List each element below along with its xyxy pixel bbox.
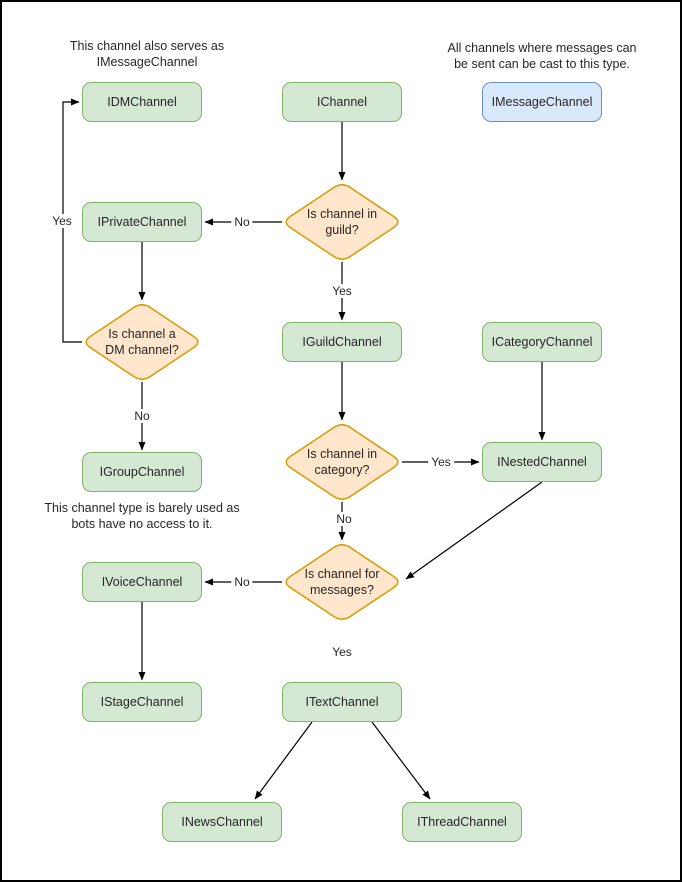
node-ithreadchannel: IThreadChannel xyxy=(402,802,522,842)
decision-for-messages-shape xyxy=(285,544,399,620)
edge-label-dm-no: No xyxy=(131,409,153,423)
decision-for-messages-label: Is channel for messages? xyxy=(304,566,380,597)
decision-is-dm-label: Is channel a DM channel? xyxy=(105,326,179,357)
decision-in-category-label: Is channel in category? xyxy=(306,446,378,477)
node-ichannel: IChannel xyxy=(282,82,402,122)
arrow-itext-to-inews xyxy=(254,721,313,800)
arrow-itext-to-ithread xyxy=(371,721,431,800)
node-iprivatechannel: IPrivateChannel xyxy=(82,202,202,242)
note-imessage-cast: All channels where messages can be sent … xyxy=(447,41,637,71)
decision-in-guild-shape xyxy=(285,184,399,260)
decision-in-category-shape xyxy=(285,424,399,500)
edge-label-category-no: No xyxy=(333,512,355,526)
node-inestedchannel: INestedChannel xyxy=(482,442,602,482)
arrow-inested-to-messages-decision xyxy=(405,481,543,580)
node-inewschannel: INewsChannel xyxy=(162,802,282,842)
node-igroupchannel: IGroupChannel xyxy=(82,452,202,492)
node-idmchannel: IDMChannel xyxy=(82,82,202,122)
edge-label-messages-yes: Yes xyxy=(329,645,355,659)
edge-label-messages-no: No xyxy=(231,575,253,589)
decision-in-guild-label: Is channel in guild? xyxy=(306,206,378,237)
edge-label-dm-yes: Yes xyxy=(49,214,75,228)
note-igroup-barely-used: This channel type is barely used as bots… xyxy=(44,501,240,531)
edge-label-guild-no: No xyxy=(231,215,253,229)
node-ivoicechannel: IVoiceChannel xyxy=(82,562,202,602)
edge-label-guild-yes: Yes xyxy=(329,284,355,298)
edge-label-category-yes: Yes xyxy=(428,455,454,469)
node-istagechannel: IStageChannel xyxy=(82,682,202,722)
node-icategorychannel: ICategoryChannel xyxy=(482,322,602,362)
decision-is-dm-shape xyxy=(85,304,199,380)
node-iguildchannel: IGuildChannel xyxy=(282,322,402,362)
note-idm-serves-imessage: This channel also serves as IMessageChan… xyxy=(69,39,225,69)
node-itextchannel: ITextChannel xyxy=(282,682,402,722)
node-imessagechannel: IMessageChannel xyxy=(482,82,602,122)
